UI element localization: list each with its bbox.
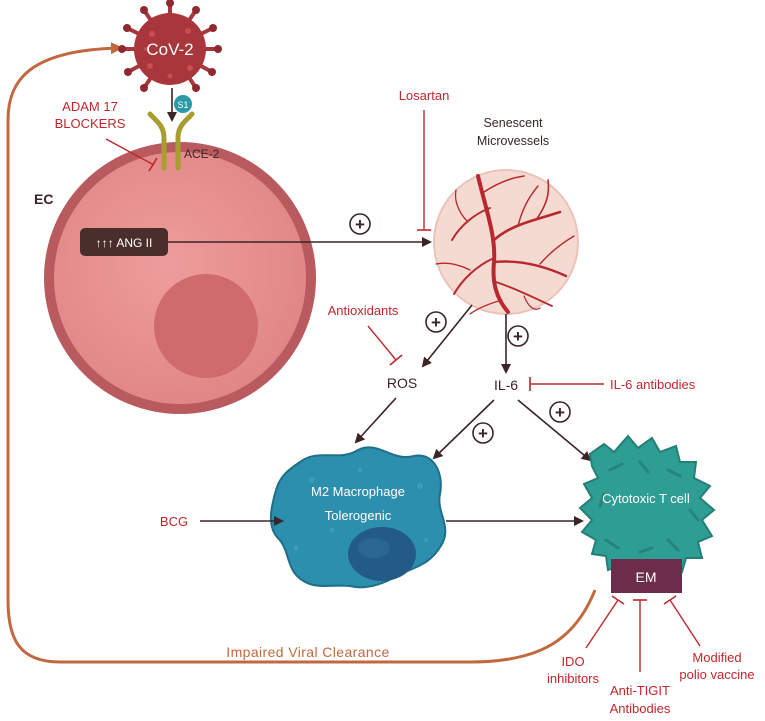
il6-to-tcell-arrow [517,399,592,462]
polio-inhibition-bar [663,595,677,605]
svg-text:+: + [478,424,488,443]
s1-spike [174,95,192,113]
cov2-label: CoV-2 [146,40,193,59]
endothelial-cell: ↑↑↑ ANG II [44,142,316,414]
plus-sign-il6: + [507,325,529,347]
ang-ii-label: ↑↑↑ ANG II [96,236,153,250]
cytotoxic-t-cell: Cytotoxic T cell [578,434,716,580]
tigit-label-line2: Antibodies [610,701,671,716]
ace2-label: ACE-2 [184,147,220,161]
impaired-clearance-label: Impaired Viral Clearance [226,644,389,660]
ang-ii-box [80,228,168,256]
ros-to-macrophage-arrow [354,397,397,444]
svg-text:+: + [431,313,441,332]
polio-label-line1: Modified [692,650,741,665]
il6-label: IL-6 [494,377,518,393]
macrophage-label-line1: M2 Macrophage [311,484,405,499]
impaired-clearance-loop [6,42,597,664]
ace2-receptor [147,111,195,171]
macrophage-label-line2: Tolerogenic [325,508,392,523]
plus-sign-macrophage: + [472,422,494,444]
ec-label: EC [34,191,53,207]
plus-sign-ang: + [349,213,371,235]
antioxidants-inhibition [367,325,397,361]
adam17-inhibition [105,138,155,166]
s1-label: S1 [177,100,188,110]
microvessels-label-line1: Senescent [483,116,543,130]
m2-macrophage: M2 Macrophage Tolerogenic [270,446,447,589]
nucleus [154,274,258,378]
tigit-label-line1: Anti-TIGIT [610,683,670,698]
svg-text:+: + [555,403,565,422]
plus-sign-tcell: + [549,401,571,423]
svg-text:+: + [355,215,365,234]
il6-to-macrophage-arrow [432,399,495,460]
antioxidants-label: Antioxidants [328,303,399,318]
ros-label: ROS [387,375,417,391]
losartan-label: Losartan [399,88,450,103]
tcell-label: Cytotoxic T cell [602,491,690,506]
adam17-inhibition-bar [148,157,158,172]
antioxidants-inhibition-bar [389,354,403,366]
ido-inhibition-bar [611,595,625,605]
polio-label-line2: polio vaccine [679,667,754,682]
ido-inhibition [585,599,619,649]
svg-text:+: + [513,327,523,346]
microvessels-label-line2: Microvessels [477,134,549,148]
em-box [611,559,682,593]
em-label: EM [636,569,657,585]
adam17-label-line1: ADAM 17 [62,99,118,114]
microvessels-to-ros-arrow [421,304,473,368]
senescent-microvessels [433,169,579,315]
ido-label-line1: IDO [561,654,584,669]
il6-antibodies-label: IL-6 antibodies [610,377,696,392]
adam17-label-line2: BLOCKERS [55,116,126,131]
plus-sign-ros: + [425,311,447,333]
polio-inhibition [669,599,701,647]
bcg-label: BCG [160,514,188,529]
ido-label-line2: inhibitors [547,671,600,686]
cov2-virus: CoV-2 [118,0,222,92]
